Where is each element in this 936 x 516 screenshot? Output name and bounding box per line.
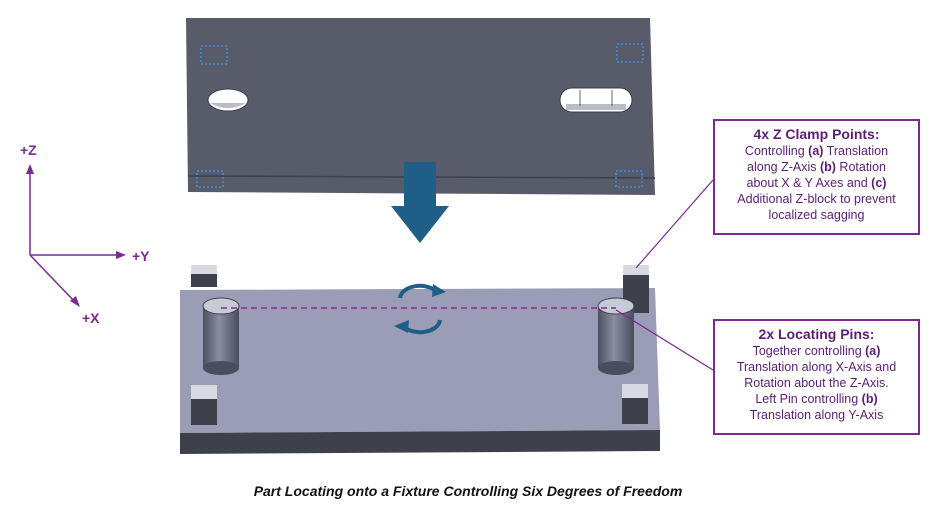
locating-pins-callout: 2x Locating Pins: Together controlling (… xyxy=(713,319,920,435)
clamp-marker xyxy=(615,170,643,188)
clamp-marker xyxy=(616,43,644,63)
locating-pin-left xyxy=(202,297,240,375)
fixture-base xyxy=(180,265,660,454)
pins-callout-line3: Rotation about the Z-Axis. xyxy=(744,376,889,390)
axis-triad xyxy=(29,170,120,304)
clamp-points-callout: 4x Z Clamp Points: Controlling (a) Trans… xyxy=(713,119,920,235)
clamp-marker xyxy=(200,45,228,65)
pins-callout-line5: Translation along Y-Axis xyxy=(749,408,884,422)
pins-callout-title: 2x Locating Pins: xyxy=(758,326,875,342)
clamp-callout-line3: about X & Y Axes and (c) xyxy=(746,176,887,190)
locating-pin-right xyxy=(597,297,635,375)
clamp-callout-title: 4x Z Clamp Points: xyxy=(753,126,880,142)
axis-label-x: +X xyxy=(82,310,100,326)
clamp-marker xyxy=(196,170,224,188)
down-arrow-icon xyxy=(391,162,449,243)
clamp-callout-line5: localized sagging xyxy=(768,208,865,222)
axis-label-y: +Y xyxy=(132,248,150,264)
clamp-callout-leader xyxy=(635,179,714,269)
pins-callout-line1: Together controlling (a) xyxy=(752,344,881,358)
clamp-callout-line4: Additional Z-block to prevent xyxy=(737,192,896,206)
part-plate xyxy=(186,18,656,195)
clamp-callout-line2: along Z-Axis (b) Rotation xyxy=(747,160,886,174)
pins-callout-line4: Left Pin controlling (b) xyxy=(755,392,878,406)
axis-label-z: +Z xyxy=(20,142,37,158)
pins-callout-line2: Translation along X-Axis and xyxy=(736,360,897,374)
figure-caption: Part Locating onto a Fixture Controlling… xyxy=(253,483,683,499)
pins-callout-leader xyxy=(615,309,714,371)
clamp-callout-line1: Controlling (a) Translation xyxy=(744,144,889,158)
